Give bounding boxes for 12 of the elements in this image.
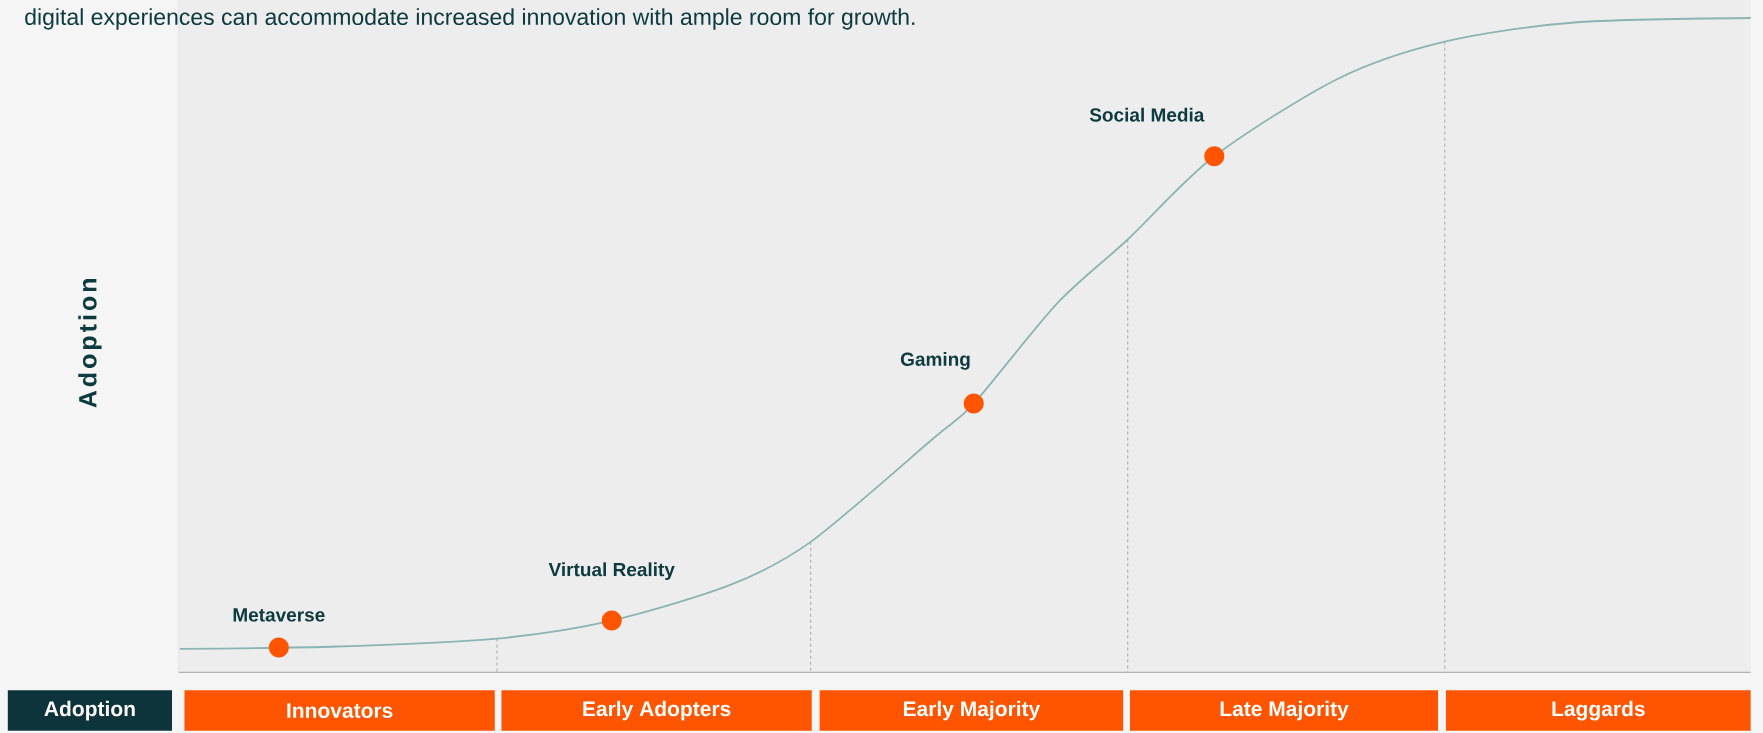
axis-label: Adoption xyxy=(78,279,102,408)
stage-box: Late Majority xyxy=(1129,690,1439,731)
stage-box: Laggards xyxy=(1445,690,1751,731)
point-label: Metaverse xyxy=(233,608,325,622)
point-label: Social Media xyxy=(1089,107,1205,122)
stage-box: Innovators xyxy=(184,690,495,731)
header-box: Adoption xyxy=(7,690,172,731)
point-label: Virtual Reality xyxy=(548,562,675,581)
point-label: Gaming xyxy=(900,352,970,370)
stage-box: Early Adopters xyxy=(501,690,812,731)
stage-box: Early Majority xyxy=(819,690,1124,731)
paragraph: digital experiences can accommodate increased innovation with ample room for growth. xyxy=(25,8,915,30)
